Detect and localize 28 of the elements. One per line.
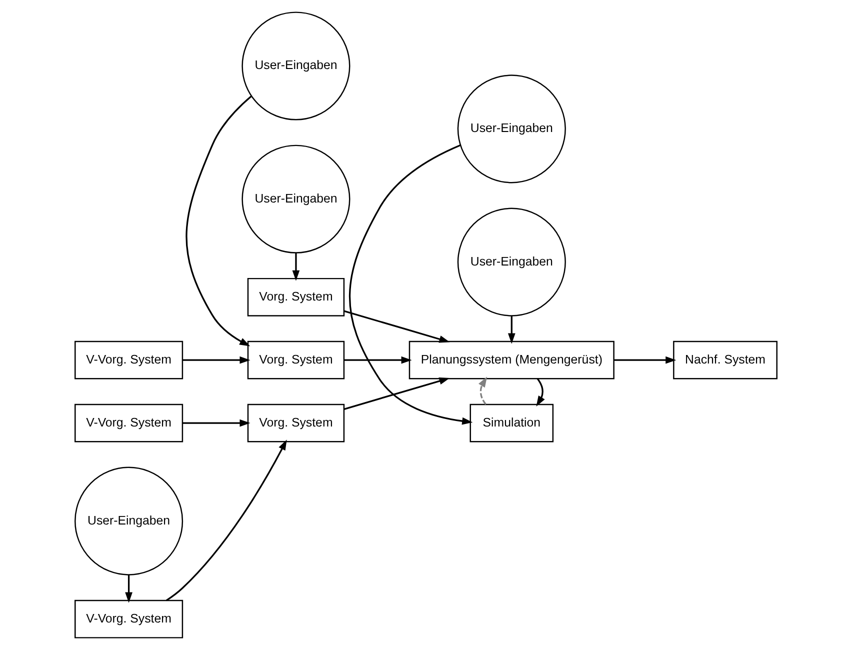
node-box: Vorg. System — [247, 278, 345, 316]
node-box: Planungssystem (Mengengerüst) — [408, 340, 614, 380]
node-box: Simulation — [470, 404, 554, 442]
arrow — [349, 144, 473, 425]
arrow — [125, 574, 132, 603]
node-circle: User-Eingaben — [457, 74, 566, 184]
arrow — [344, 377, 450, 410]
arrow — [478, 376, 488, 405]
node-circle: User-Eingaben — [74, 466, 184, 576]
node-circle: User-Eingaben — [242, 12, 350, 120]
arrow — [186, 96, 252, 346]
arrow — [536, 378, 545, 406]
node-box: V-Vorg. System — [74, 340, 184, 380]
node-box: V-Vorg. System — [74, 404, 184, 442]
arrow — [344, 310, 450, 343]
arrow — [344, 356, 412, 364]
node-circle: User-Eingaben — [242, 144, 350, 254]
arrow — [182, 356, 250, 364]
node-box: Vorg. System — [247, 340, 345, 380]
arrow — [292, 252, 300, 281]
arrow — [166, 440, 287, 602]
arrow — [508, 316, 516, 344]
node-circle: User-Eingaben — [457, 208, 566, 316]
node-box: V-Vorg. System — [74, 600, 184, 638]
arrow — [182, 419, 250, 427]
node-box: Nachf. System — [673, 340, 778, 380]
arrow — [614, 356, 676, 364]
node-box: Vorg. System — [247, 404, 345, 442]
